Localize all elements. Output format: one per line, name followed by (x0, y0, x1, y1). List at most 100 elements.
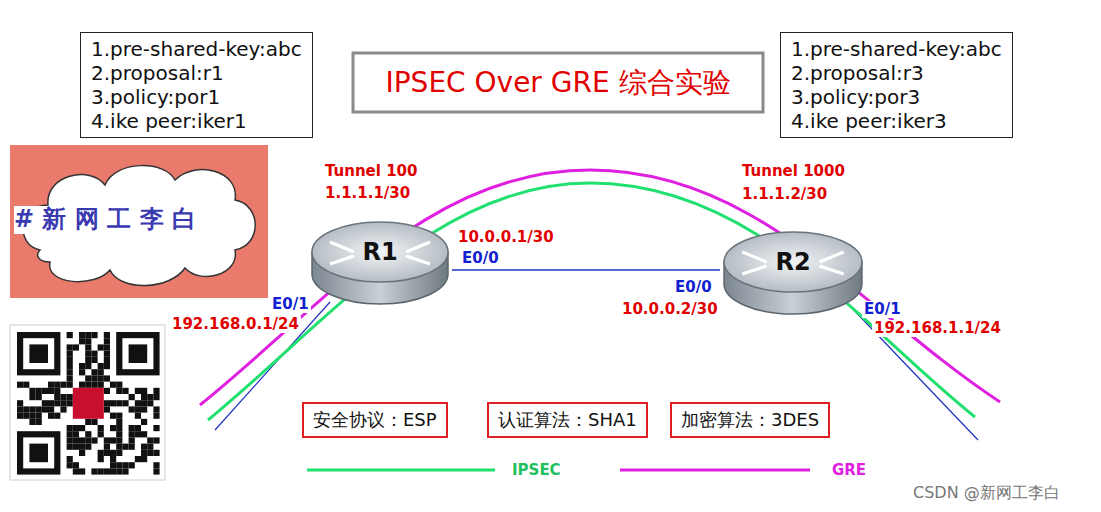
qr-module (153, 462, 159, 468)
ip-address: 192.168.1.1/24 (872, 320, 1003, 337)
interface-name: Tunnel 100 (323, 163, 419, 180)
qr-module (73, 444, 79, 450)
qr-module (129, 437, 135, 443)
qr-module (91, 369, 97, 375)
watermark: CSDN @新网工李白 (913, 484, 1060, 502)
qr-finder (17, 431, 60, 474)
qr-module (17, 406, 23, 412)
qr-module (104, 444, 110, 450)
qr-module (79, 468, 85, 474)
qr-module (141, 456, 147, 462)
config-box: 1.pre-shared-key:abc2.proposal:r33.polic… (780, 32, 1013, 138)
router-name: R1 (362, 238, 397, 266)
ip-address: 1.1.1.2/30 (740, 186, 829, 203)
qr-module (141, 444, 147, 450)
qr-finder (29, 344, 48, 363)
config-line: 4.ike peer:iker1 (91, 109, 302, 133)
parameter-text: 认证算法：SHA1 (498, 408, 637, 432)
qr-module (36, 419, 42, 425)
qr-module (36, 388, 42, 394)
legend-sample (620, 469, 810, 472)
router-arrow (330, 242, 354, 252)
interface-name: E0/1 (862, 301, 903, 318)
qr-module (141, 406, 147, 412)
qr-module (141, 400, 147, 406)
router-arrow (819, 266, 843, 274)
qr-module (23, 382, 29, 388)
qr-module (153, 394, 159, 400)
qr-module (67, 431, 73, 437)
qr-module (42, 400, 48, 406)
router-name: R2 (775, 248, 810, 276)
qr-module (116, 413, 122, 419)
qr-module (79, 338, 85, 344)
qr-module (122, 444, 128, 450)
router-arrow (742, 252, 766, 262)
qr-module (79, 425, 85, 431)
qr-module (98, 363, 104, 369)
router-top (312, 222, 448, 282)
qr-module (104, 344, 110, 350)
qr-module (135, 431, 141, 437)
qr-module (135, 406, 141, 412)
qr-module (48, 406, 54, 412)
config-line: 1.pre-shared-key:abc (91, 37, 302, 61)
qr-finder (116, 332, 159, 375)
title-frame (353, 53, 763, 112)
legend-text: IPSEC (512, 461, 561, 479)
qr-module (104, 437, 110, 443)
qr-module (135, 413, 141, 419)
qr-module (104, 406, 110, 412)
qr-module (17, 382, 23, 388)
qr-module (73, 462, 79, 468)
qr-module (147, 444, 153, 450)
qr-module (104, 375, 110, 381)
qr-module (67, 462, 73, 468)
qr-module (116, 400, 122, 406)
qr-module (67, 425, 73, 431)
qr-module (54, 394, 60, 400)
logo-panel (10, 145, 268, 298)
qr-module (135, 425, 141, 431)
qr-module (116, 462, 122, 468)
qr-module (110, 425, 116, 431)
qr-module (141, 419, 147, 425)
ip-address: 192.168.0.1/24 (170, 316, 301, 333)
config-line: 2.proposal:r1 (91, 61, 302, 85)
qr-module (67, 375, 73, 381)
qr-module (98, 425, 104, 431)
qr-module (73, 468, 79, 474)
qr-module (73, 425, 79, 431)
qr-module (91, 332, 97, 338)
qr-module (147, 394, 153, 400)
qr-module (91, 382, 97, 388)
qr-module (116, 388, 122, 394)
qr-module (104, 450, 110, 456)
config-line: 1.pre-shared-key:abc (791, 37, 1002, 61)
qr-module (17, 400, 23, 406)
qr-module (91, 419, 97, 425)
qr-module (54, 388, 60, 394)
qr-module (85, 375, 91, 381)
qr-module (79, 332, 85, 338)
qr-module (129, 462, 135, 468)
qr-module (85, 357, 91, 363)
parameter-text: 加密算法：3DES (681, 408, 819, 432)
router-arrow (819, 252, 843, 262)
parameter-box: 认证算法：SHA1 (487, 402, 648, 438)
qr-module (116, 382, 122, 388)
parameter-box: 安全协议：ESP (302, 402, 448, 438)
qr-module (141, 394, 147, 400)
legend-sample (307, 469, 495, 472)
qr-module (129, 394, 135, 400)
qr-module (60, 406, 66, 412)
config-line: 4.ike peer:iker3 (791, 109, 1002, 133)
interface-name: E0/0 (460, 250, 501, 267)
qr-module (48, 388, 54, 394)
qr-module (141, 450, 147, 456)
router: R1 (308, 212, 452, 312)
qr-module (98, 369, 104, 375)
qr-code-modules (17, 332, 160, 475)
qr-module (104, 351, 110, 357)
qr-module (110, 462, 116, 468)
